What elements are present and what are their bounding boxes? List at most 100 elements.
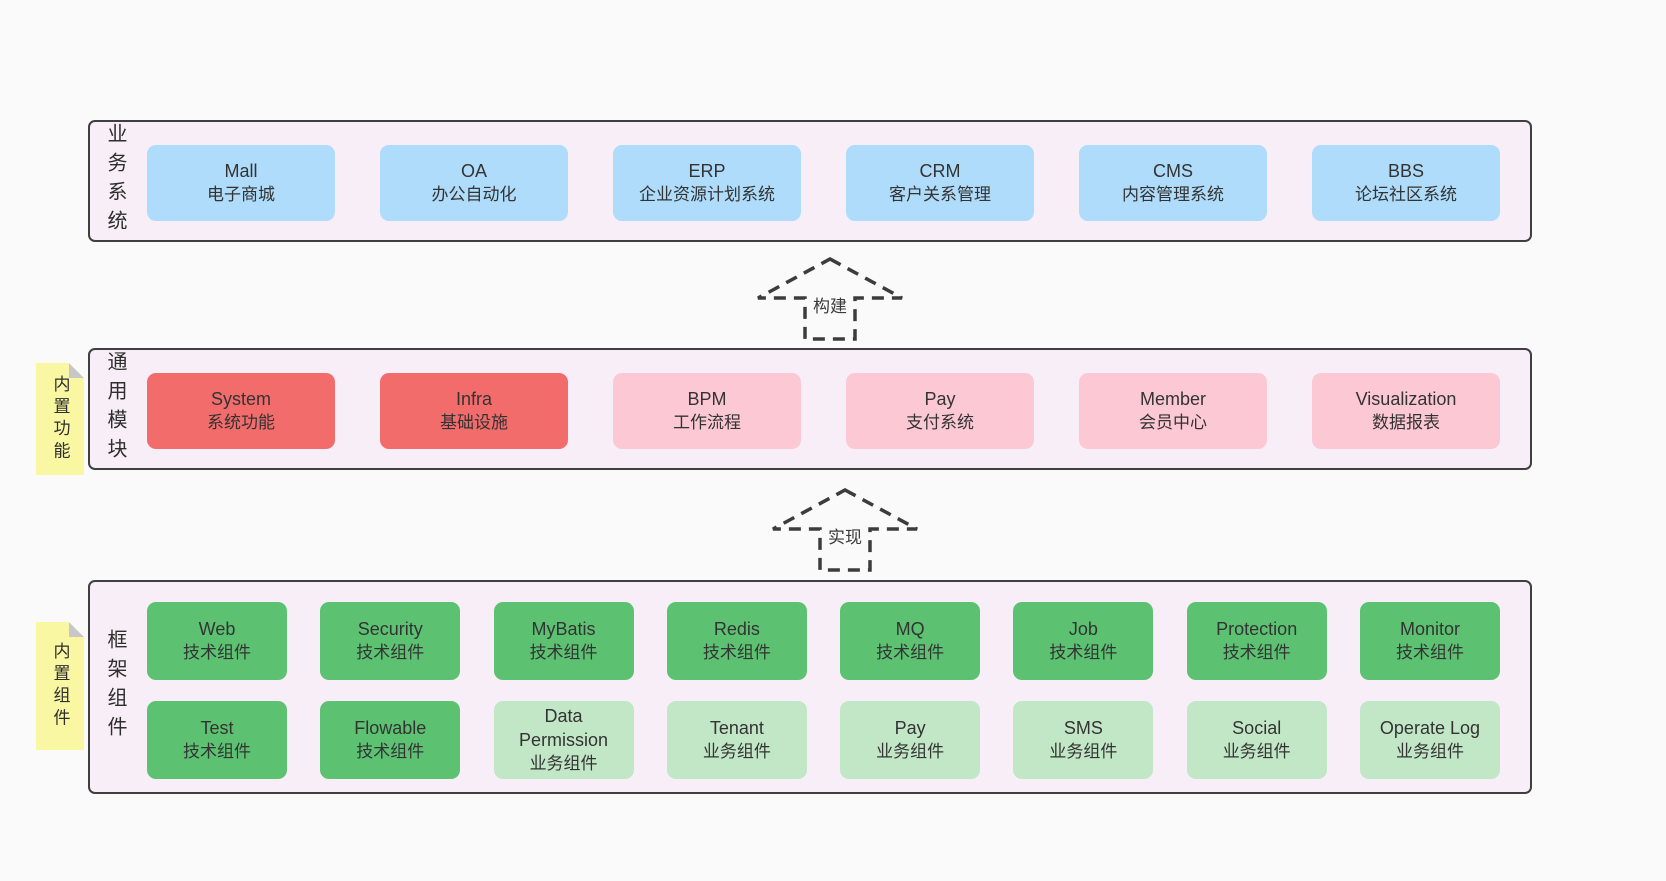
builtin-components-sticky: 内置组件 bbox=[36, 622, 84, 750]
box-title: System bbox=[210, 388, 271, 409]
box-bpm: BPM 工作流程 bbox=[613, 373, 801, 449]
box-subtitle: 业务组件 bbox=[702, 741, 771, 761]
box-pay-module: Pay 支付系统 bbox=[846, 373, 1034, 449]
box-pay-component: Pay 业务组件 bbox=[840, 701, 981, 779]
modules-row: System 系统功能 Infra 基础设施 BPM 工作流程 Pay 支付系统… bbox=[147, 373, 1500, 449]
modules-side-label: 通用模块 bbox=[104, 351, 126, 467]
box-cms: CMS 内容管理系统 bbox=[1079, 145, 1267, 221]
box-title: Test bbox=[200, 717, 234, 738]
box-title: BBS bbox=[1387, 160, 1425, 181]
box-title: Pay bbox=[894, 717, 926, 738]
implement-arrow: 实现 bbox=[770, 487, 920, 573]
box-operate-log: Operate Log 业务组件 bbox=[1359, 701, 1500, 779]
box-title: CMS bbox=[1153, 160, 1193, 181]
box-title: MQ bbox=[895, 618, 925, 639]
builtin-features-label: 内置功能 bbox=[50, 374, 70, 464]
components-side-label: 框架组件 bbox=[104, 629, 126, 745]
box-subtitle: 技术组件 bbox=[183, 642, 251, 662]
box-title: Data Permission bbox=[519, 706, 609, 750]
box-title: OA bbox=[460, 160, 487, 181]
box-title: BPM bbox=[687, 388, 727, 409]
box-member: Member 会员中心 bbox=[1079, 373, 1267, 449]
box-system: System 系统功能 bbox=[147, 373, 335, 449]
box-subtitle: 业务组件 bbox=[1395, 741, 1464, 761]
business-row: Mall 电子商城 OA 办公自动化 ERP 企业资源计划系统 CRM 客户关系… bbox=[147, 145, 1500, 221]
box-title: Job bbox=[1068, 618, 1098, 639]
box-infra: Infra 基础设施 bbox=[380, 373, 568, 449]
box-tenant: Tenant 业务组件 bbox=[666, 701, 807, 779]
box-subtitle: 论坛社区系统 bbox=[1355, 184, 1457, 204]
box-subtitle: 客户关系管理 bbox=[889, 184, 991, 204]
box-subtitle: 办公自动化 bbox=[431, 184, 517, 204]
box-visualization: Visualization 数据报表 bbox=[1312, 373, 1500, 449]
box-subtitle: 技术组件 bbox=[183, 741, 251, 761]
box-title: Infra bbox=[455, 388, 493, 409]
implement-arrow-label: 实现 bbox=[825, 523, 865, 548]
components-row-1: Web 技术组件 Security 技术组件 MyBatis 技术组件 Redi… bbox=[147, 602, 1500, 680]
box-title: Redis bbox=[713, 618, 760, 639]
box-subtitle: 工作流程 bbox=[673, 412, 741, 432]
box-test: Test 技术组件 bbox=[147, 701, 287, 779]
box-subtitle: 技术组件 bbox=[529, 642, 598, 662]
box-title: Mall bbox=[224, 160, 258, 181]
box-subtitle: 技术组件 bbox=[1049, 642, 1118, 662]
box-title: Operate Log bbox=[1379, 717, 1480, 738]
box-mybatis: MyBatis 技术组件 bbox=[493, 602, 634, 680]
box-subtitle: 技术组件 bbox=[1395, 642, 1464, 662]
box-job: Job 技术组件 bbox=[1013, 602, 1154, 680]
box-title: ERP bbox=[688, 160, 726, 181]
box-title: Monitor bbox=[1399, 618, 1460, 639]
components-row-2: Test 技术组件 Flowable 技术组件 Data Permission … bbox=[147, 701, 1500, 779]
box-subtitle: 技术组件 bbox=[356, 741, 425, 761]
build-arrow: 构建 bbox=[755, 256, 905, 342]
box-title: Web bbox=[198, 618, 236, 639]
box-subtitle: 技术组件 bbox=[876, 642, 945, 662]
box-subtitle: 业务组件 bbox=[876, 741, 945, 761]
box-oa: OA 办公自动化 bbox=[380, 145, 568, 221]
box-security: Security 技术组件 bbox=[320, 602, 461, 680]
box-monitor: Monitor 技术组件 bbox=[1359, 602, 1500, 680]
box-social: Social 业务组件 bbox=[1186, 701, 1327, 779]
box-crm: CRM 客户关系管理 bbox=[846, 145, 1034, 221]
sticky-fold-icon bbox=[69, 622, 84, 637]
box-subtitle: 系统功能 bbox=[207, 412, 275, 432]
box-subtitle: 支付系统 bbox=[906, 412, 974, 432]
box-title: SMS bbox=[1063, 717, 1103, 738]
box-subtitle: 内容管理系统 bbox=[1122, 184, 1224, 204]
box-title: Visualization bbox=[1355, 388, 1457, 409]
builtin-features-sticky: 内置功能 bbox=[36, 363, 84, 475]
box-subtitle: 技术组件 bbox=[702, 642, 771, 662]
sticky-fold-icon bbox=[69, 363, 84, 378]
box-subtitle: 基础设施 bbox=[440, 412, 508, 432]
box-mall: Mall 电子商城 bbox=[147, 145, 335, 221]
box-title: Flowable bbox=[354, 717, 427, 738]
box-title: Security bbox=[357, 618, 423, 639]
box-title: Social bbox=[1232, 717, 1282, 738]
framework-components-panel: 框架组件 Web 技术组件 Security 技术组件 MyBatis 技术组件… bbox=[88, 580, 1532, 794]
dashed-up-arrow-icon bbox=[772, 488, 918, 572]
business-systems-panel: 业务系统 Mall 电子商城 OA 办公自动化 ERP 企业资源计划系统 CRM… bbox=[88, 120, 1532, 242]
box-redis: Redis 技术组件 bbox=[666, 602, 807, 680]
box-subtitle: 技术组件 bbox=[1222, 642, 1291, 662]
box-subtitle: 数据报表 bbox=[1372, 412, 1440, 432]
box-subtitle: 业务组件 bbox=[1222, 741, 1291, 761]
box-title: MyBatis bbox=[531, 618, 596, 639]
box-web: Web 技术组件 bbox=[147, 602, 287, 680]
common-modules-panel: 通用模块 System 系统功能 Infra 基础设施 BPM 工作流程 Pay… bbox=[88, 348, 1532, 470]
box-title: Protection bbox=[1216, 618, 1298, 639]
box-subtitle: 业务组件 bbox=[529, 753, 598, 773]
box-title: CRM bbox=[919, 160, 961, 181]
box-bbs: BBS 论坛社区系统 bbox=[1312, 145, 1500, 221]
build-arrow-label: 构建 bbox=[810, 292, 850, 317]
box-data-permission: Data Permission 业务组件 bbox=[493, 701, 634, 779]
business-side-label: 业务系统 bbox=[104, 123, 126, 239]
box-subtitle: 业务组件 bbox=[1049, 741, 1118, 761]
box-flowable: Flowable 技术组件 bbox=[320, 701, 461, 779]
box-protection: Protection 技术组件 bbox=[1186, 602, 1327, 680]
box-title: Member bbox=[1139, 388, 1206, 409]
dashed-up-arrow-icon bbox=[757, 257, 903, 341]
box-title: Pay bbox=[924, 388, 956, 409]
box-subtitle: 企业资源计划系统 bbox=[639, 184, 775, 204]
box-sms: SMS 业务组件 bbox=[1013, 701, 1154, 779]
